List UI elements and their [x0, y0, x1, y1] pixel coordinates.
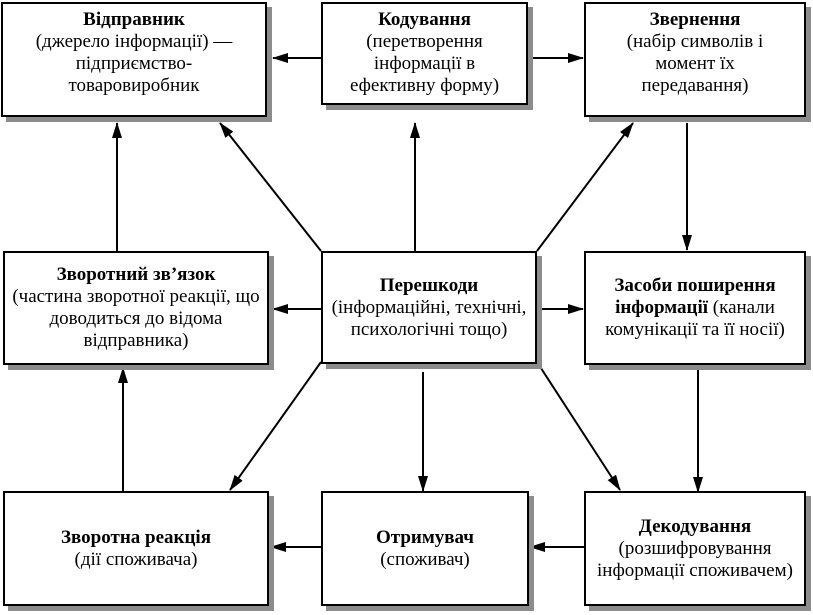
- message-title: Звернення: [649, 9, 741, 30]
- sender-desc: (джерело інформації) — підприємство-това…: [35, 31, 233, 96]
- decoding-desc: (розшифровування інформації споживачем): [597, 537, 793, 581]
- feedback-title: Зворотний зв’язок: [56, 264, 216, 285]
- coding-desc: (перетворення інформації в ефективну фор…: [349, 31, 500, 96]
- arrow-noise-to-decoding: [536, 361, 621, 491]
- feedback-desc: (частина зворотної реакції, що доводитьс…: [12, 286, 260, 351]
- response-box: Зворотна реакція (дії споживача): [3, 491, 269, 606]
- response-desc: (дії споживача): [74, 548, 198, 570]
- noise-title: Перешкоди: [379, 274, 479, 296]
- sender-box: Відправник (джерело інформації) — підпри…: [1, 2, 267, 117]
- arrow-noise-to-sender: [219, 122, 322, 252]
- media-text: Засоби поширення інформації (канали кому…: [590, 275, 800, 341]
- media-box: Засоби поширення інформації (канали кому…: [584, 251, 806, 365]
- coding-title: Кодування: [378, 9, 471, 30]
- media-title: Засоби поширення інформації: [614, 275, 776, 318]
- sender-title: Відправник: [83, 9, 185, 30]
- noise-box: Перешкоди (інформаційні, технічні, психо…: [321, 251, 537, 364]
- arrow-noise-to-message: [536, 122, 634, 252]
- coding-box: Кодування (перетворення інформації в ефе…: [321, 2, 528, 105]
- message-box: Звернення (набір символів і момент їх пе…: [584, 2, 806, 117]
- message-desc: (набір символів і момент їх передавання): [626, 31, 764, 96]
- media-desc: (канали комунікації та її носії): [605, 297, 785, 340]
- arrow-noise-to-response: [229, 361, 322, 491]
- decoding-box: Декодування (розшифровування інформації …: [584, 491, 806, 606]
- response-title: Зворотна реакція: [61, 526, 211, 548]
- receiver-title: Отримувач: [375, 526, 474, 548]
- receiver-box: Отримувач (споживач): [321, 491, 529, 606]
- receiver-desc: (споживач): [380, 548, 470, 570]
- feedback-box: Зворотний зв’язок (частина зворотної реа…: [3, 251, 269, 365]
- decoding-title: Декодування: [638, 515, 752, 537]
- noise-desc: (інформаційні, технічні, психологічні то…: [331, 296, 527, 340]
